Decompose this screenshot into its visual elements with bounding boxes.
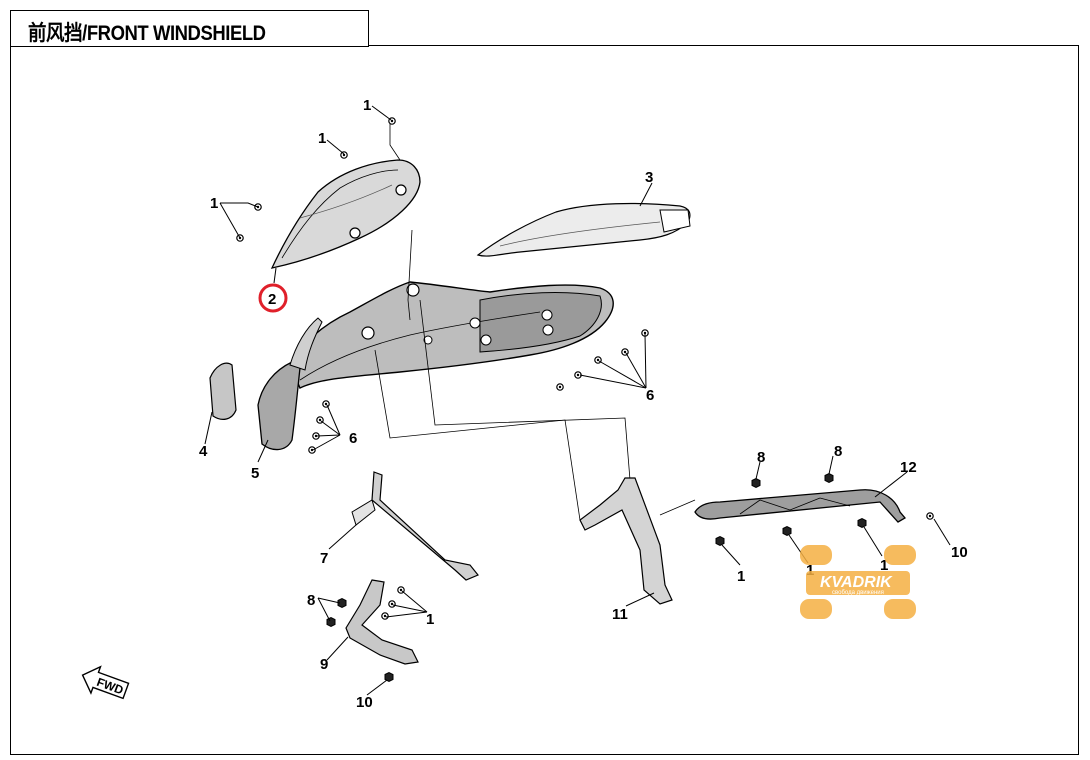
callout-1: 1 [806,562,814,579]
dashboard-frame [289,281,614,389]
callout-4: 4 [199,443,208,460]
side-piece-part-4 [209,362,237,420]
callout-8: 8 [757,449,765,466]
callout-1: 1 [737,568,745,585]
callout-7: 7 [320,550,328,567]
watermark-tagline: свобода движения [832,590,884,596]
bracket-part-11 [579,477,673,605]
callout-8: 8 [834,443,842,460]
callout-8: 8 [307,592,315,609]
callout-12: 12 [900,459,917,476]
windshield-part-2 [270,159,421,269]
callout-10: 10 [356,694,373,711]
callout-9: 9 [320,656,328,673]
bracket-part-7 [351,471,479,581]
fwd-arrow-icon: FWD [81,665,130,700]
callout-1: 1 [210,195,218,212]
callout-6: 6 [646,387,654,404]
callout-2: 2 [268,291,276,308]
callout-1: 1 [880,557,888,574]
callout-6: 6 [349,430,357,447]
highlight-circle [258,283,288,313]
watermark-brand: KVADRIK [820,574,893,591]
callout-5: 5 [251,465,259,482]
assembly-lines [374,122,696,521]
callout-11: 11 [612,606,628,623]
leader-lines [204,105,951,696]
callout-labels: 1 1 1 2 3 4 5 6 6 7 8 8 8 9 10 10 11 12 … [199,97,968,711]
title-box [10,10,369,47]
diagram-title: 前风挡/FRONT WINDSHIELD [28,22,266,45]
rail-part-12 [694,489,906,523]
watermark-logo: KVADRIK свобода движения [800,545,916,619]
front-cover-part-5 [257,317,323,451]
callout-1: 1 [318,130,326,147]
callout-10: 10 [951,544,968,561]
diagram-frame [10,45,1079,755]
callout-3: 3 [645,169,653,186]
callout-1: 1 [363,97,371,114]
callout-1: 1 [426,611,434,628]
side-panel-part-3 [476,202,691,257]
bracket-part-9 [345,579,419,665]
